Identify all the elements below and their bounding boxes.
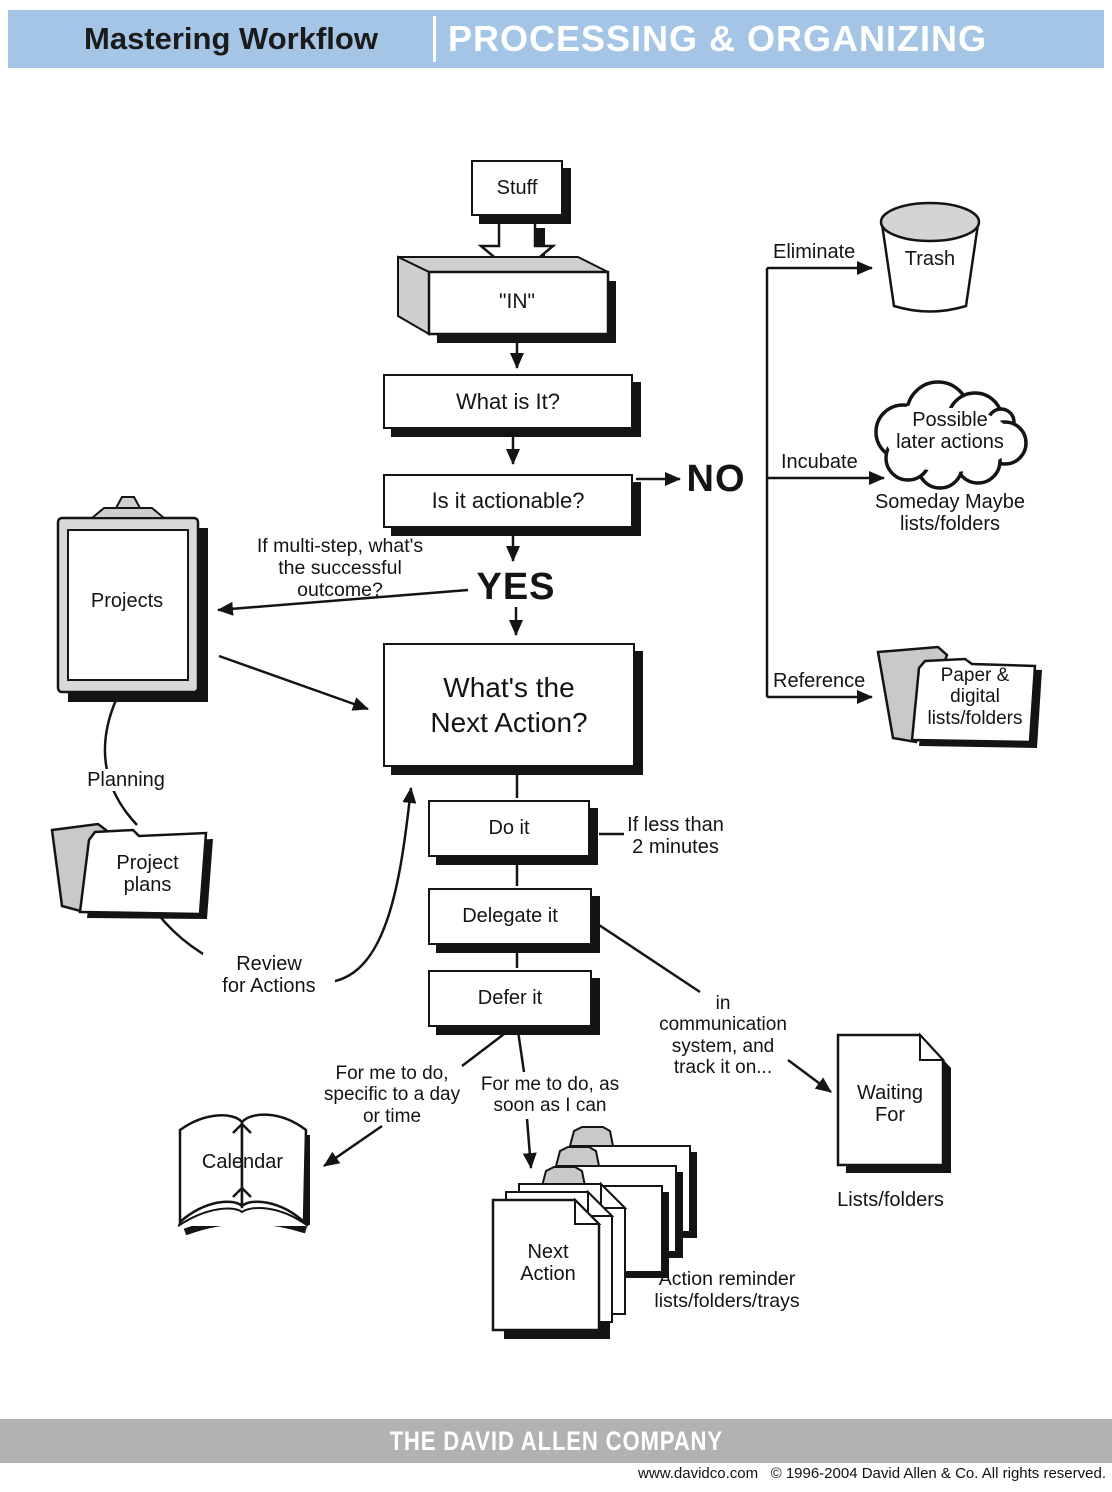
trash-label: Trash (904, 248, 956, 270)
header-band: Mastering Workflow PROCESSING & ORGANIZI… (8, 10, 1104, 68)
lists-folders-label: Lists/folders (837, 1189, 944, 1211)
if-less-than-label: If less than 2 minutes (627, 814, 724, 859)
paper-digital-label: Paper & digital lists/folders (927, 665, 1023, 729)
is-it-actionable-node: Is it actionable? (383, 474, 633, 528)
review-for-actions-label: Review for Actions (203, 953, 335, 998)
clipboard-icon (56, 496, 208, 702)
next-action-label: Next Action (520, 1241, 576, 1286)
stuff-node: Stuff (471, 160, 563, 216)
header-product-title: Mastering Workflow (84, 21, 378, 56)
thought-cloud-icon (874, 380, 1028, 490)
action-reminder-label: Action reminder lists/folders/trays (654, 1268, 800, 1312)
in-comm-system-label: in communication system, and track it on… (659, 993, 787, 1078)
inbox-tray-icon (397, 255, 616, 343)
open-book-calendar-icon (177, 1113, 310, 1236)
reference-label: Reference (773, 670, 866, 692)
project-plans-label: Project plans (116, 852, 179, 897)
no-label: NO (686, 458, 746, 500)
projects-label: Projects (90, 590, 164, 612)
yes-label: YES (476, 566, 556, 608)
for-me-soon-label: For me to do, as soon as I can (470, 1074, 630, 1117)
header-divider (433, 16, 436, 62)
footer-band: THE DAVID ALLEN COMPANY (0, 1419, 1112, 1463)
incubate-label: Incubate (781, 451, 858, 473)
delegate-it-node: Delegate it (428, 888, 592, 945)
whats-next-action-node: What's the Next Action? (383, 643, 635, 767)
for-me-day-label: For me to do, specific to a day or time (323, 1063, 461, 1127)
footer-company: THE DAVID ALLEN COMPANY (389, 1425, 723, 1456)
trash-can-icon (879, 201, 981, 313)
multi-step-label: If multi-step, what's the successful out… (256, 535, 424, 601)
open-folder-icon-reference (876, 645, 1042, 748)
document-sheet-icon (836, 1032, 951, 1173)
do-it-node: Do it (428, 800, 590, 857)
eliminate-label: Eliminate (773, 241, 856, 263)
planning-label: Planning (83, 769, 169, 792)
flow-connectors (103, 261, 885, 1169)
what-is-it-node: What is It? (383, 374, 633, 429)
in-tray-label: "IN" (499, 290, 535, 313)
possible-later-actions-label: Possible later actions (896, 409, 1004, 454)
header-page-title: PROCESSING & ORGANIZING (448, 18, 988, 59)
calendar-label: Calendar (201, 1151, 284, 1173)
footer-copyright: www.davidco.com © 1996-2004 David Allen … (638, 1465, 1106, 1482)
someday-maybe-label: Someday Maybe lists/folders (874, 491, 1026, 536)
open-folder-icon-project-plans (50, 822, 213, 919)
folders-and-papers-stack-icon (491, 1126, 697, 1339)
waiting-for-label: Waiting For (857, 1082, 923, 1127)
defer-it-node: Defer it (428, 970, 592, 1027)
